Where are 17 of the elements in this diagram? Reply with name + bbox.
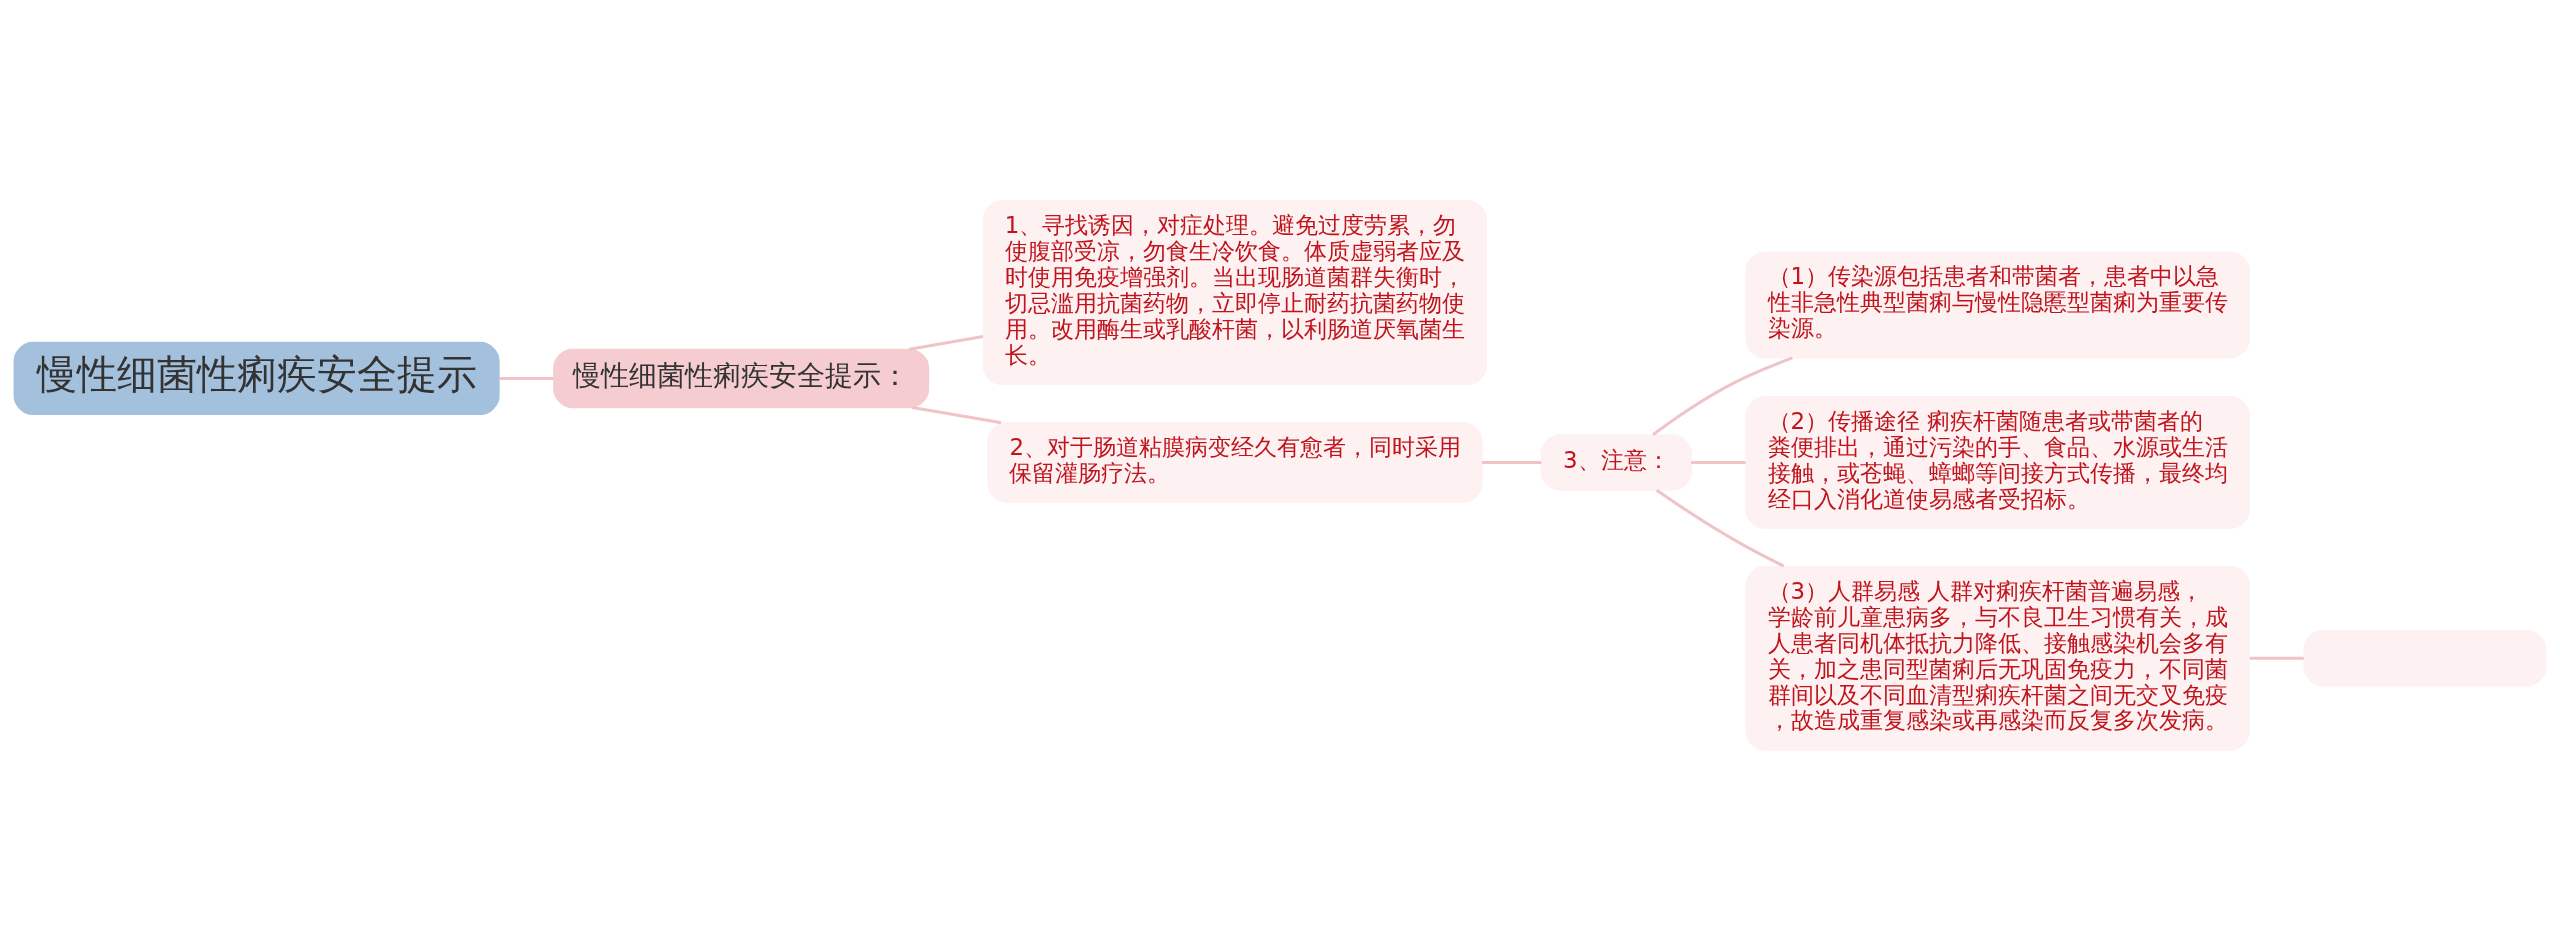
node-box: 2、对于肠道粘膜病变经久有愈者，同时采用保留灌肠疗法。 xyxy=(987,421,1483,503)
connector xyxy=(499,376,554,380)
node-box: 1、寻找诱因，对症处理。避免过度劳累，勿使腹部受凉，勿食生冷饮食。体质虚弱者应及时使用免疫增强剂。当出现肠道菌群失衡时，切忌滥用抗菌药物，立即停止耐药抗菌药物使用。改用酶生或乳酸杆菌，以利肠道厌氧菌生长。 xyxy=(982,199,1488,385)
node-box: 3、注意： xyxy=(1540,433,1692,491)
connector xyxy=(1691,460,1746,464)
connector xyxy=(912,405,1002,424)
node-box xyxy=(2303,629,2547,686)
connector xyxy=(909,334,984,351)
node-box: （1）传染源包括患者和带菌者，患者中以急性非急性典型菌痢与慢性隐慝型菌痢为重要传染源。 xyxy=(1745,251,2250,359)
connector xyxy=(1655,488,1785,567)
node-box: 慢性细菌性痢疾安全提示： xyxy=(553,348,930,408)
connector xyxy=(1652,355,1793,436)
connector xyxy=(2249,656,2304,660)
connector xyxy=(1481,460,1542,464)
node-box: （2）传播途径 痢疾杆菌随患者或带菌者的粪便排出，通过污染的手、食品、水源或生活接触，或苍蝇、蟑螂等间接方式传播，最终均经口入消化道使易感者受招标。 xyxy=(1745,395,2250,529)
node-box: （3）人群易感 人群对痢疾杆菌普遍易感，学龄前儿童患病多，与不良卫生习惯有关，成人患者同机体抵抗力降低、接触感染机会多有关，加之患同型菌痢后无巩固免疫力，不同菌群间以及不同血清型痢疾杆菌之间无交叉免疫，故造成重复感染或再感染而反复多次发病。 xyxy=(1745,565,2250,751)
node-box: 慢性细菌性痢疾安全提示 xyxy=(13,341,500,415)
